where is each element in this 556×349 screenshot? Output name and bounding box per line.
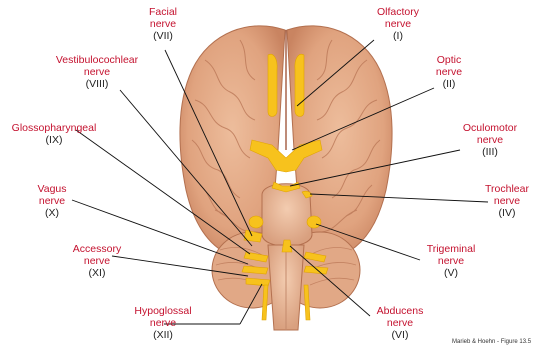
label-vestibulocochlear-word: nerve	[56, 66, 138, 78]
olfactory-bulb-right	[295, 54, 304, 116]
label-facial-nerve: Facial nerve (VII)	[149, 6, 177, 42]
label-vestibulocochlear-nerve: Vestibulocochlear nerve (VIII)	[56, 54, 138, 90]
label-trigeminal-numeral: (V)	[427, 267, 476, 279]
label-trigeminal-name: Trigeminal	[427, 243, 476, 255]
label-hypoglossal-word: nerve	[134, 317, 191, 329]
label-abducens-numeral: (VI)	[377, 329, 424, 341]
label-glossopharyngeal-name: Glossopharyngeal	[12, 122, 97, 134]
label-accessory-word: nerve	[73, 255, 121, 267]
label-olfactory-word: nerve	[377, 18, 419, 30]
label-vagus-nerve: Vagus nerve (X)	[38, 183, 67, 219]
trigeminal-nerve-right	[307, 216, 321, 228]
label-optic-word: nerve	[436, 66, 462, 78]
label-trochlear-nerve: Trochlear nerve (IV)	[485, 183, 529, 219]
lower-nerve-rootlets	[242, 252, 270, 286]
label-vestibulocochlear-name: Vestibulocochlear	[56, 54, 138, 66]
label-facial-name: Facial	[149, 6, 177, 18]
label-oculomotor-word: nerve	[463, 134, 517, 146]
label-optic-name: Optic	[436, 54, 462, 66]
label-trigeminal-nerve: Trigeminal nerve (V)	[427, 243, 476, 279]
label-vestibulocochlear-numeral: (VIII)	[56, 78, 138, 90]
figure-credit: Marieb & Hoehn - Figure 13.5	[452, 339, 531, 345]
label-oculomotor-name: Oculomotor	[463, 122, 517, 134]
label-abducens-name: Abducens	[377, 305, 424, 317]
label-hypoglossal-numeral: (XII)	[134, 329, 191, 341]
label-accessory-nerve: Accessory nerve (XI)	[73, 243, 121, 279]
label-glossopharyngeal-numeral: (IX)	[12, 134, 97, 146]
label-accessory-name: Accessory	[73, 243, 121, 255]
label-facial-numeral: (VII)	[149, 30, 177, 42]
label-optic-nerve: Optic nerve (II)	[436, 54, 462, 90]
label-trigeminal-word: nerve	[427, 255, 476, 267]
label-abducens-word: nerve	[377, 317, 424, 329]
label-vagus-word: nerve	[38, 195, 67, 207]
label-facial-word: nerve	[149, 18, 177, 30]
label-vagus-name: Vagus	[38, 183, 67, 195]
label-accessory-numeral: (XI)	[73, 267, 121, 279]
label-trochlear-numeral: (IV)	[485, 207, 529, 219]
label-hypoglossal-name: Hypoglossal	[134, 305, 191, 317]
label-glossopharyngeal-nerve: Glossopharyngeal (IX)	[12, 122, 97, 146]
label-olfactory-nerve: Olfactory nerve (I)	[377, 6, 419, 42]
label-abducens-nerve: Abducens nerve (VI)	[377, 305, 424, 341]
trigeminal-nerve-left	[249, 216, 263, 228]
olfactory-bulb-left	[268, 54, 277, 116]
label-oculomotor-nerve: Oculomotor nerve (III)	[463, 122, 517, 158]
label-hypoglossal-nerve: Hypoglossal nerve (XII)	[134, 305, 191, 341]
label-olfactory-name: Olfactory	[377, 6, 419, 18]
label-trochlear-word: nerve	[485, 195, 529, 207]
label-optic-numeral: (II)	[436, 78, 462, 90]
label-vagus-numeral: (X)	[38, 207, 67, 219]
label-oculomotor-numeral: (III)	[463, 146, 517, 158]
label-trochlear-name: Trochlear	[485, 183, 529, 195]
label-olfactory-numeral: (I)	[377, 30, 419, 42]
